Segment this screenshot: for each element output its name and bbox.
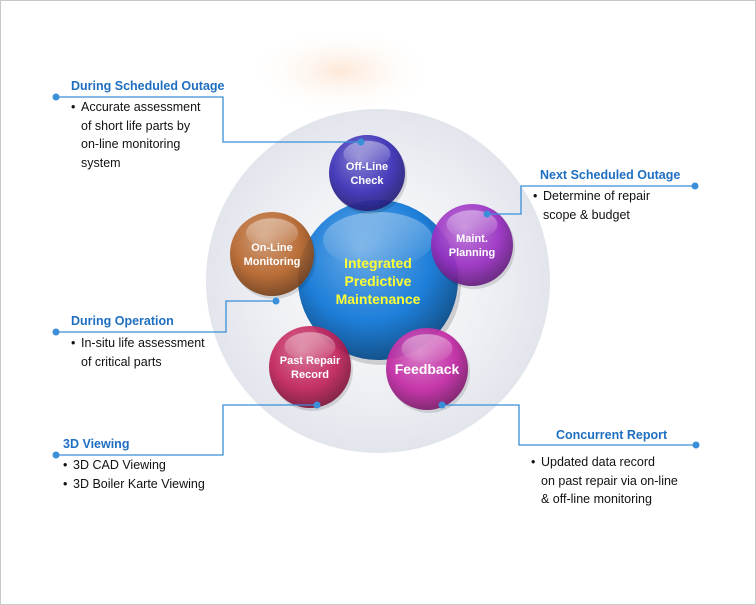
callout-title-scheduled-outage: During Scheduled Outage — [71, 79, 225, 93]
connector-operation — [52, 297, 280, 336]
callout-title-concurrent: Concurrent Report — [556, 428, 668, 442]
node-label: Past Repair — [280, 355, 341, 367]
connector-dot — [438, 401, 446, 409]
callout-list-viewing: 3D CAD Viewing3D Boiler Karte Viewing — [63, 456, 243, 493]
node-label: Maint. — [456, 233, 488, 245]
node-gloss — [446, 210, 498, 239]
connector-line — [487, 185, 695, 215]
node-label: Feedback — [395, 361, 460, 377]
connector-dot — [52, 451, 60, 459]
connector-dot — [52, 328, 60, 336]
callout-title-viewing: 3D Viewing — [63, 437, 130, 451]
node-label: Off-Line — [346, 161, 388, 173]
node-label: Record — [291, 369, 329, 381]
callout-bullet: 3D Boiler Karte Viewing — [63, 475, 243, 494]
callout-title-operation: During Operation — [71, 314, 174, 328]
node-label: Check — [350, 175, 384, 187]
node-feedback: Feedback — [386, 328, 470, 413]
connector-line — [442, 404, 696, 446]
connector-dot — [52, 93, 60, 101]
callout-title-next-outage: Next Scheduled Outage — [540, 168, 681, 182]
node-gloss — [401, 334, 453, 363]
node-label: On-Line — [251, 242, 293, 254]
top-glow — [246, 26, 436, 116]
connector-dot — [483, 210, 491, 218]
connector-dot — [692, 441, 700, 449]
connector-line — [56, 300, 276, 333]
connector-dot — [272, 297, 280, 305]
center-label: Integrated — [344, 255, 412, 271]
callout-bullet: 3D CAD Viewing — [63, 456, 243, 475]
node-gloss — [245, 218, 299, 248]
node-gloss — [343, 140, 391, 168]
node-gloss — [284, 332, 336, 361]
center-gloss — [323, 212, 433, 268]
connector-line — [56, 404, 317, 456]
connector-dot — [357, 138, 365, 146]
node-label: Monitoring — [244, 256, 301, 268]
center-label: Predictive — [345, 273, 412, 289]
connector-concurrent — [438, 401, 700, 449]
center-label: Maintenance — [336, 291, 421, 307]
node-maint-planning: Maint. Planning — [431, 204, 515, 289]
connector-viewing — [52, 401, 321, 459]
node-label: Planning — [449, 247, 495, 259]
connector-dot — [313, 401, 321, 409]
